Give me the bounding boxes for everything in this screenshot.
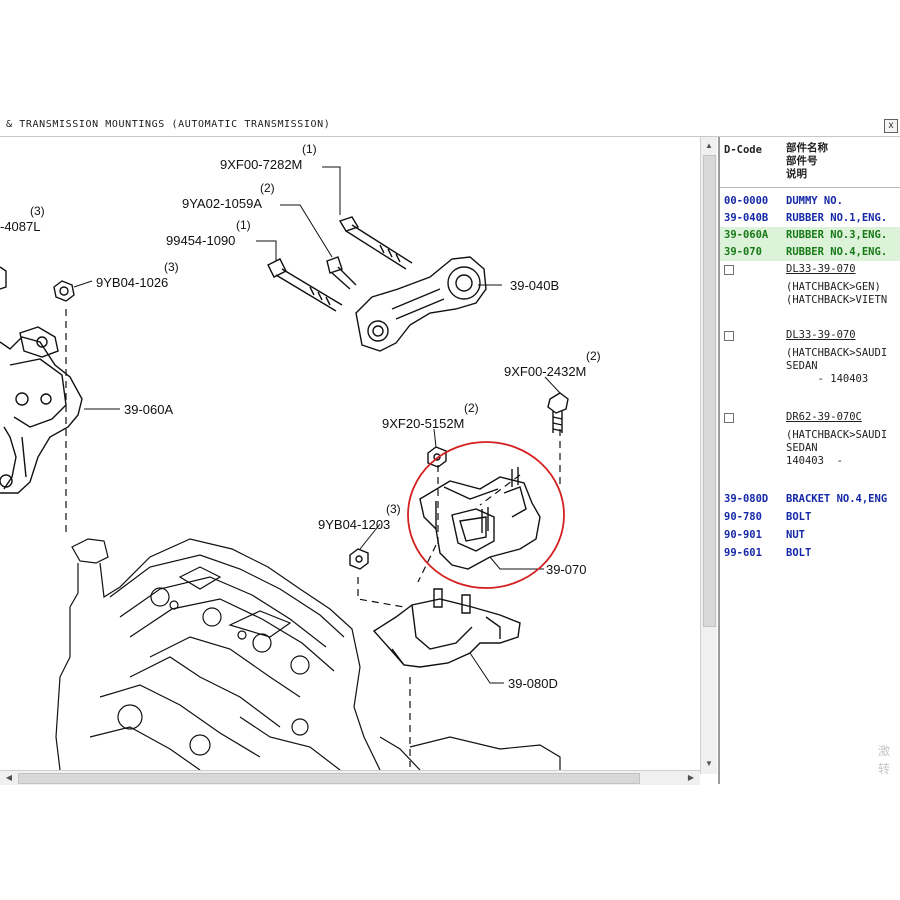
- variant-line: (HATCHBACK>SAUDI: [786, 347, 888, 359]
- label-p10[interactable]: 9YB04-1203: [318, 517, 390, 532]
- label-p11[interactable]: 39-070: [546, 562, 586, 577]
- watermark-line: 转: [878, 762, 891, 776]
- title-bar: & TRANSMISSION MOUNTINGS (AUTOMATIC TRAN…: [0, 116, 900, 137]
- scroll-thumb[interactable]: [703, 155, 716, 627]
- vertical-scrollbar[interactable]: ▲ ▼: [700, 137, 717, 774]
- diagram-title: & TRANSMISSION MOUNTINGS (AUTOMATIC TRAN…: [6, 119, 331, 130]
- header-description: 说明: [786, 168, 807, 180]
- bolt-icon: [547, 392, 569, 433]
- variant-part-number: DR62-39-070C: [786, 411, 862, 423]
- scroll-right-icon[interactable]: ▶: [687, 773, 695, 782]
- row-code: 90-780: [724, 511, 762, 523]
- header-name-column: 部件名称 部件号 说明: [786, 142, 828, 181]
- variant-part-number: DL33-39-070: [786, 329, 856, 341]
- variant-block[interactable]: DR62-39-070C (HATCHBACK>SAUDI SEDAN 1404…: [720, 411, 900, 481]
- label-p1[interactable]: 9XF00-7282M: [220, 157, 302, 172]
- mount-39-040b-shape: [355, 256, 487, 352]
- label-qty-p5: (3): [164, 260, 179, 274]
- parts-row[interactable]: 39-040B RUBBER NO.1,ENG.: [720, 210, 900, 227]
- parts-row[interactable]: 90-901 NUT: [720, 527, 900, 544]
- row-name: BRACKET NO.4,ENG: [786, 493, 888, 505]
- header-part-name: 部件名称: [786, 142, 828, 154]
- label-qty-p9: (2): [464, 401, 479, 415]
- row-name: RUBBER NO.4,ENG.: [786, 246, 888, 258]
- variant-line: SEDAN: [786, 442, 818, 454]
- row-code: 00-0000: [724, 195, 769, 207]
- mount-39-070-shape: [419, 467, 541, 570]
- nut-icon: [53, 280, 75, 302]
- label-p8[interactable]: 9XF00-2432M: [504, 364, 586, 379]
- variant-checkbox[interactable]: [724, 413, 734, 423]
- parts-row[interactable]: 90-780 BOLT: [720, 509, 900, 526]
- scroll-left-icon[interactable]: ◀: [5, 773, 13, 782]
- label-p6[interactable]: 39-040B: [510, 278, 559, 293]
- parts-diagram[interactable]: (1) 9XF00-7282M (2) 9YA02-1059A (1) 9945…: [0, 137, 700, 770]
- close-icon[interactable]: x: [884, 119, 898, 133]
- scroll-up-icon[interactable]: ▲: [705, 141, 713, 150]
- row-name: DUMMY NO.: [786, 195, 843, 207]
- variant-checkbox[interactable]: [724, 265, 734, 275]
- parts-row[interactable]: 00-0000 DUMMY NO.: [720, 193, 900, 210]
- parts-row[interactable]: 99-601 BOLT: [720, 545, 900, 562]
- label-p9[interactable]: 9XF20-5152M: [382, 416, 464, 431]
- variant-checkbox[interactable]: [724, 331, 734, 341]
- variant-line: 140403 -: [786, 455, 843, 467]
- row-name: BOLT: [786, 511, 812, 523]
- bracket-39-080d-shape: [372, 588, 521, 668]
- horizontal-scrollbar[interactable]: ◀ ▶: [0, 770, 700, 785]
- label-p2[interactable]: 9YA02-1059A: [182, 196, 262, 211]
- label-qty-p2: (2): [260, 181, 275, 195]
- variant-line: (HATCHBACK>VIETN: [786, 294, 888, 306]
- label-p3[interactable]: 99454-1090: [166, 233, 235, 248]
- parts-row[interactable]: 39-080D BRACKET NO.4,ENG: [720, 491, 900, 508]
- parts-list-panel: D-Code 部件名称 部件号 说明 00-0000 DUMMY NO. 39-…: [718, 137, 900, 784]
- variant-block[interactable]: DL33-39-070 (HATCHBACK>GEN) (HATCHBACK>V…: [720, 263, 900, 323]
- bolt-icon: [338, 216, 413, 270]
- parts-row[interactable]: 39-060A RUBBER NO.3,ENG.: [720, 227, 900, 244]
- label-p4[interactable]: -4087L: [0, 219, 40, 234]
- variant-block[interactable]: DL33-39-070 (HATCHBACK>SAUDI SEDAN - 140…: [720, 329, 900, 399]
- watermark-line: 激: [878, 744, 891, 758]
- row-code: 99-601: [724, 547, 762, 559]
- watermark: 激 转: [878, 742, 890, 778]
- variant-line: - 140403: [786, 373, 869, 385]
- variant-part-number: DL33-39-070: [786, 263, 856, 275]
- row-code: 39-080D: [724, 493, 769, 505]
- nut-icon: [0, 266, 7, 290]
- variant-line: SEDAN: [786, 360, 818, 372]
- label-p12[interactable]: 39-080D: [508, 676, 558, 691]
- label-qty-p10: (3): [386, 502, 401, 516]
- mount-39-060a-shape: [0, 326, 83, 494]
- header-dcode: D-Code: [724, 144, 762, 156]
- diagram-pane[interactable]: (1) 9XF00-7282M (2) 9YA02-1059A (1) 9945…: [0, 137, 700, 770]
- bolt-icon: [326, 256, 357, 290]
- engine-block-shape: [55, 538, 561, 770]
- parts-row[interactable]: 39-070 RUBBER NO.4,ENG.: [720, 244, 900, 261]
- variant-line: (HATCHBACK>GEN): [786, 281, 881, 293]
- label-qty-p8: (2): [586, 349, 601, 363]
- row-name: RUBBER NO.1,ENG.: [786, 212, 888, 224]
- label-p5[interactable]: 9YB04-1026: [96, 275, 168, 290]
- row-name: NUT: [786, 529, 805, 541]
- label-qty-p1: (1): [302, 142, 317, 156]
- row-code: 39-060A: [724, 229, 769, 241]
- header-part-number: 部件号: [786, 155, 818, 167]
- label-qty-p3: (1): [236, 218, 251, 232]
- label-qty-p4: (3): [30, 204, 45, 218]
- nut-icon: [349, 548, 369, 570]
- row-name: BOLT: [786, 547, 812, 559]
- row-name: RUBBER NO.3,ENG.: [786, 229, 888, 241]
- variant-line: (HATCHBACK>SAUDI: [786, 429, 888, 441]
- bolt-icon: [267, 258, 343, 312]
- row-code: 39-070: [724, 246, 762, 258]
- scroll-thumb-horizontal[interactable]: [18, 773, 640, 784]
- row-code: 90-901: [724, 529, 762, 541]
- row-code: 39-040B: [724, 212, 769, 224]
- highlight-circle: [407, 441, 565, 589]
- scroll-down-icon[interactable]: ▼: [705, 759, 713, 768]
- parts-list-header: D-Code 部件名称 部件号 说明: [720, 137, 900, 188]
- label-p7[interactable]: 39-060A: [124, 402, 173, 417]
